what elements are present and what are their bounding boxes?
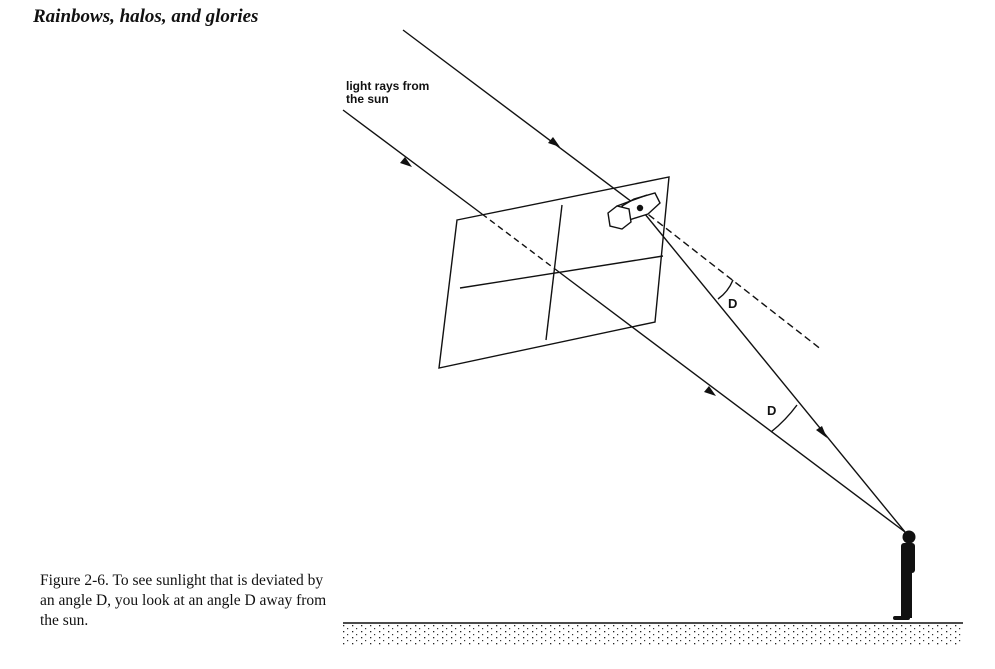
ice-crystal: [607, 192, 661, 230]
arrow-icon: [704, 386, 716, 396]
plane-horizontal-axis: [459, 255, 664, 289]
sun-rays-label: light rays from the sun: [346, 80, 429, 106]
sun-ray-lower-to-eye: [554, 268, 906, 533]
sun-ray-lower: [342, 109, 483, 215]
undeviated-ray-extension: [639, 207, 823, 351]
arrow-icon: [816, 426, 827, 438]
arrow-icon: [400, 157, 412, 167]
angle-arc-crystal: [717, 279, 734, 300]
arrowheads: [400, 137, 827, 438]
sun-rays-label-line2: the sun: [346, 92, 389, 106]
ground: [343, 624, 963, 646]
deviated-ray: [639, 207, 906, 533]
sky-plane: [438, 176, 670, 369]
angle-arc-observer: [770, 404, 798, 433]
figure-caption: Figure 2-6. To see sunlight that is devi…: [40, 572, 327, 629]
running-header: Rainbows, halos, and glories: [33, 6, 259, 27]
sun-ray-upper: [402, 29, 641, 209]
angle-label-observer: D: [767, 403, 777, 418]
angle-label-crystal: D: [728, 296, 738, 311]
sun-rays-label-line1: light rays from: [346, 79, 430, 93]
arrow-icon: [548, 137, 560, 147]
sun-ray-lower-hidden: [481, 213, 556, 270]
observer-silhouette: [893, 530, 916, 620]
